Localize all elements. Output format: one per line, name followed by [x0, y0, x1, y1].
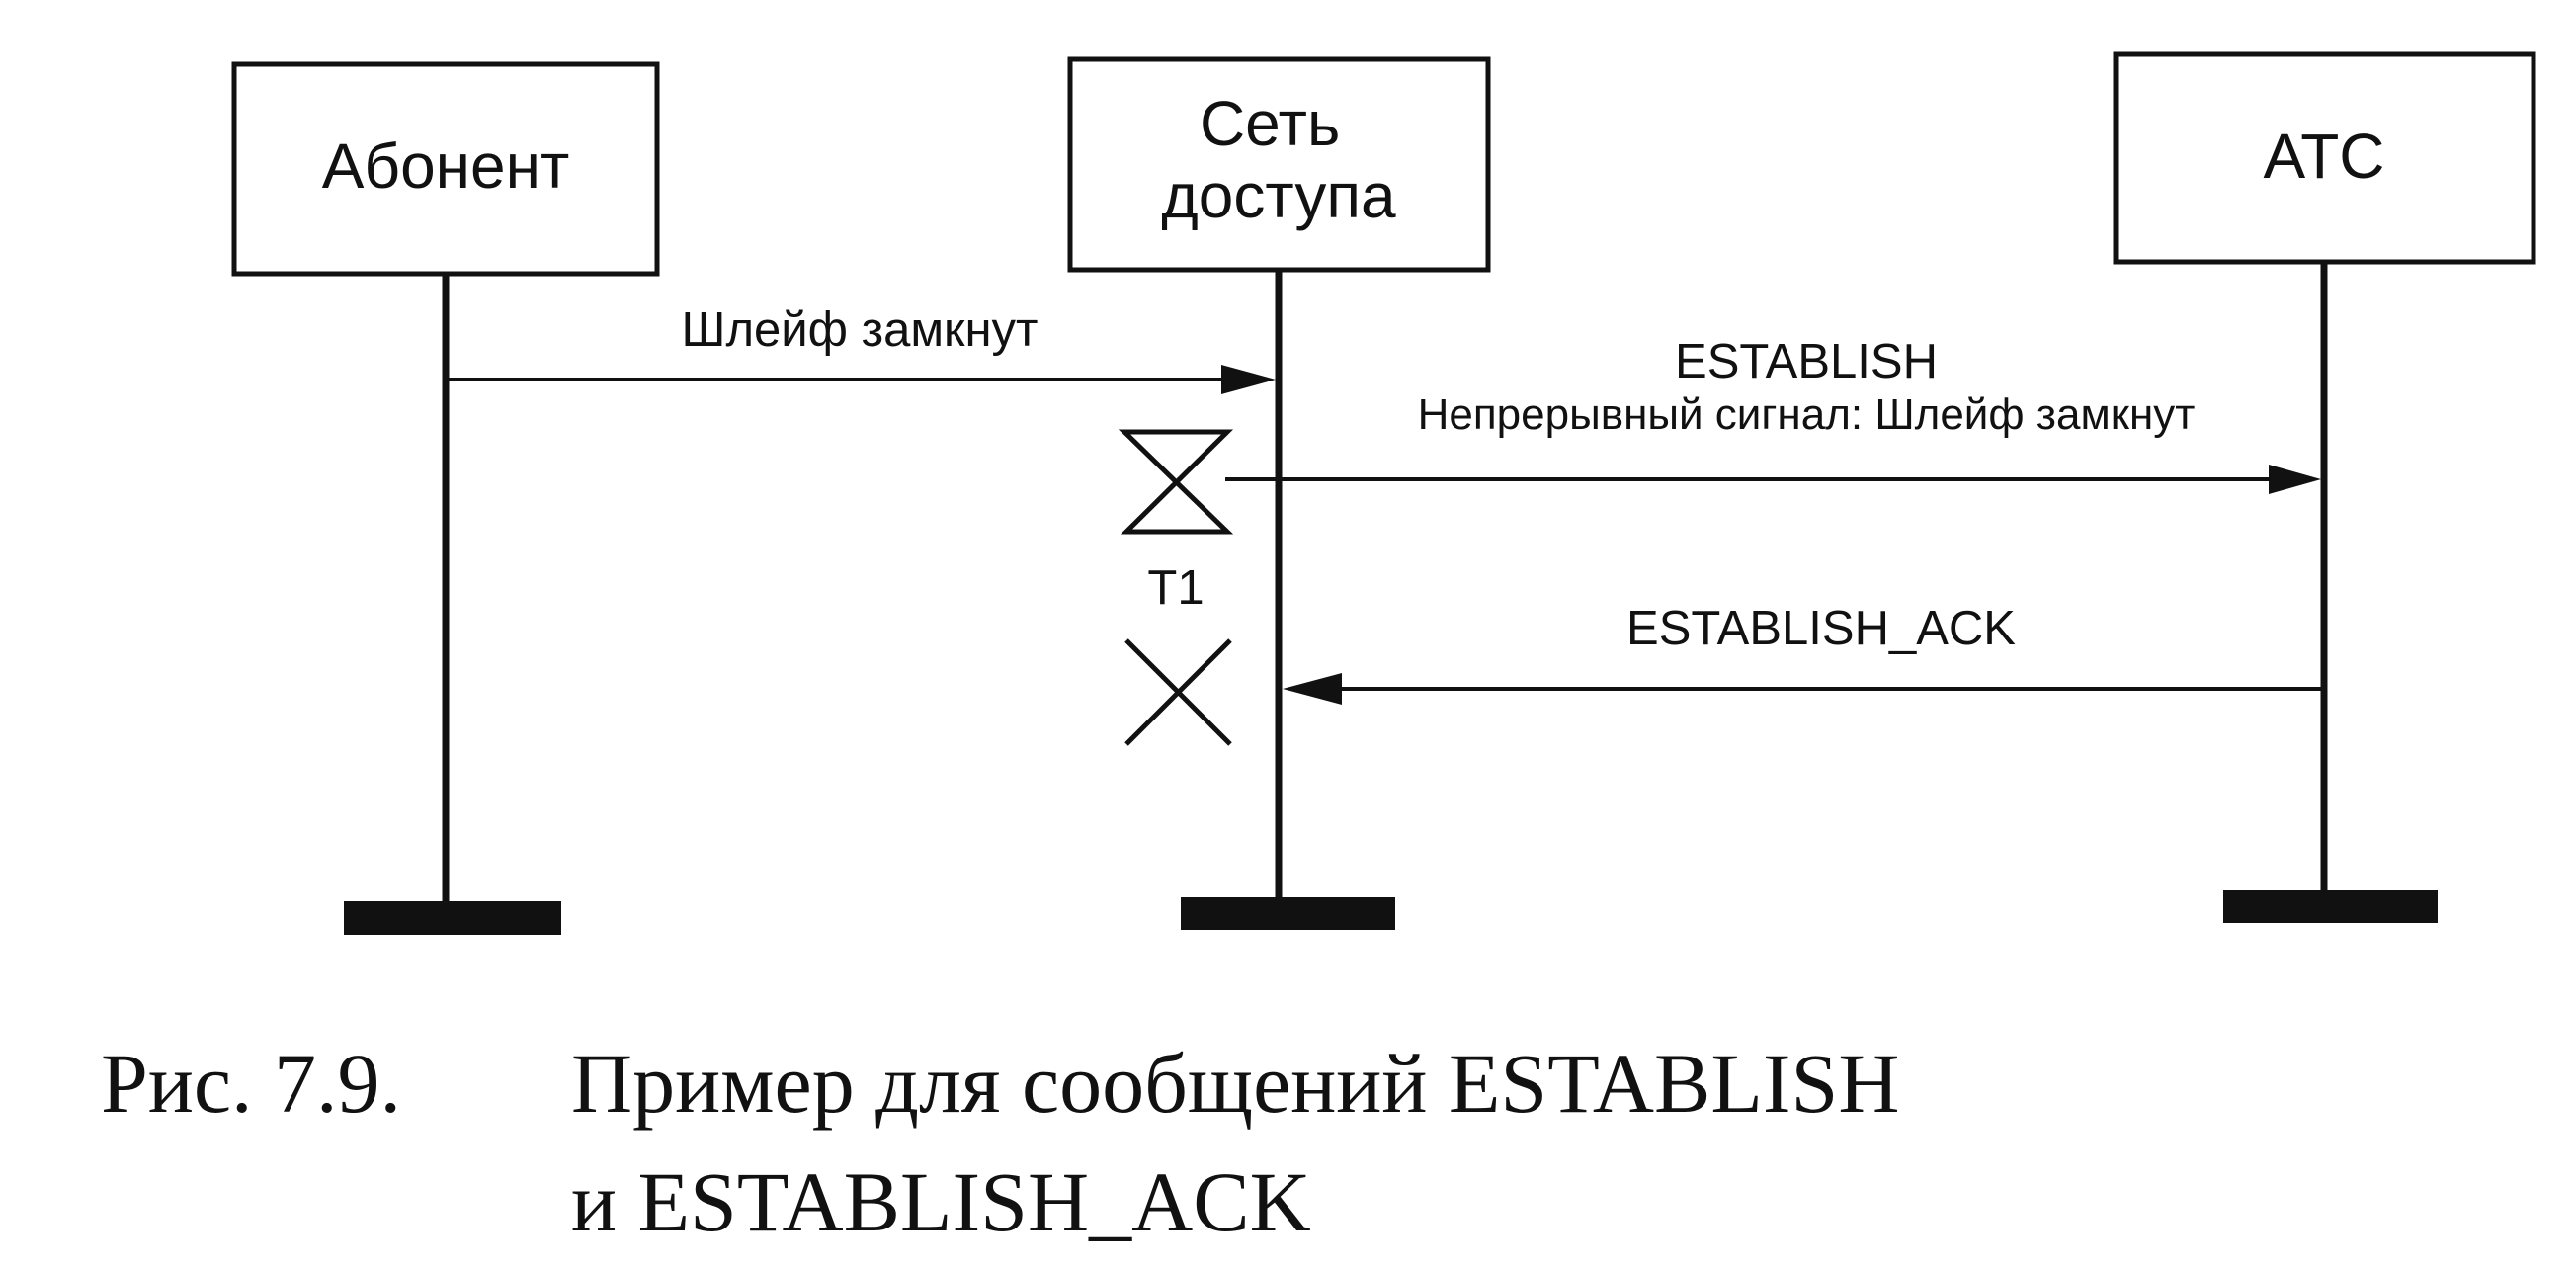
figure-caption: Рис. 7.9. Пример для сообщений ESTABLISH… [101, 1036, 1899, 1249]
message-establish: ESTABLISH Непрерывный сигнал: Шлейф замк… [1225, 335, 2321, 494]
access-network-label-line-2: доступа [1161, 160, 1396, 231]
message-establish-ack: ESTABLISH_ACK [1283, 602, 2324, 705]
figure-caption-line-2: и ESTABLISH_ACK [571, 1154, 1311, 1249]
timer-start-hourglass-icon: T1 [1118, 429, 1234, 615]
exchange-label: АТС [2264, 121, 2385, 192]
subscriber-label: Абонент [322, 130, 570, 202]
message-establish-arrowhead [2269, 465, 2321, 494]
message-establish-ack-arrowhead [1283, 673, 1342, 705]
access-network-entity: Сеть доступа [1067, 56, 1491, 930]
access-network-lifeline-end-bar [1181, 897, 1395, 930]
timer-label: T1 [1147, 561, 1204, 615]
message-establish-label: ESTABLISH [1675, 335, 1938, 388]
timer-stop-cross-icon [1124, 638, 1232, 746]
subscriber-entity: Абонент [231, 61, 660, 935]
message-loop-closed-label: Шлейф замкнут [682, 303, 1039, 357]
message-establish-sublabel: Непрерывный сигнал: Шлейф замкнут [1418, 390, 2196, 439]
message-loop-closed-arrowhead [1221, 365, 1276, 394]
subscriber-lifeline-end-bar [344, 901, 561, 935]
figure-caption-number: Рис. 7.9. [101, 1036, 401, 1131]
access-network-label: Сеть доступа [1161, 88, 1396, 231]
exchange-lifeline-end-bar [2223, 890, 2438, 923]
exchange-entity: АТС [2113, 51, 2536, 923]
access-network-label-line-1: Сеть [1200, 88, 1340, 159]
figure-caption-line-1: Пример для сообщений ESTABLISH [571, 1036, 1899, 1131]
message-loop-closed: Шлейф замкнут [446, 303, 1276, 394]
message-establish-ack-label: ESTABLISH_ACK [1626, 602, 2016, 655]
